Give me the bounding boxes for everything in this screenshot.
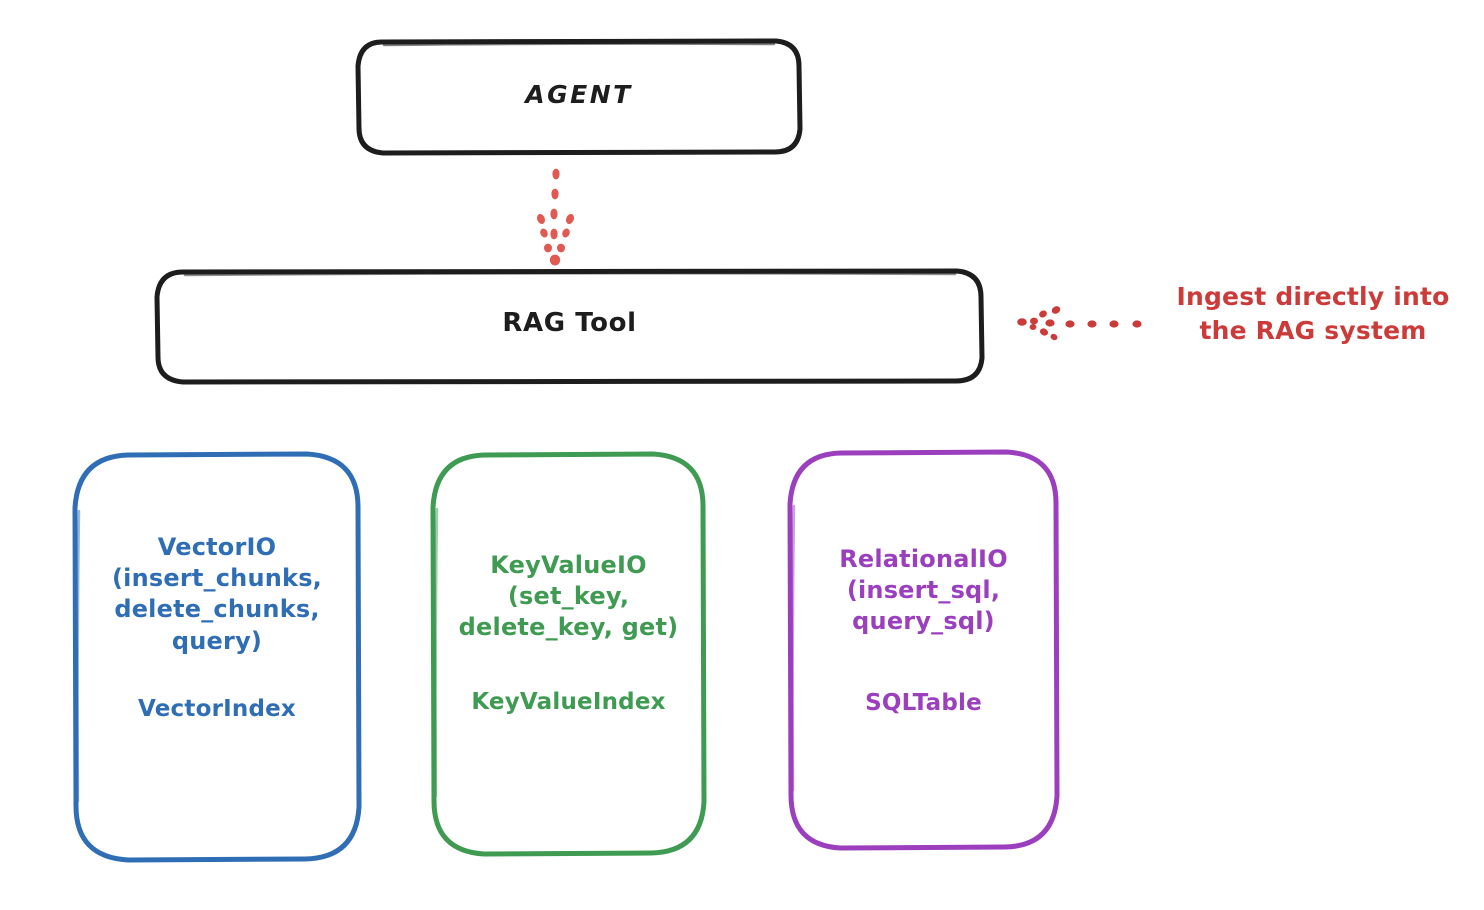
connector-agent-to-rag-tool	[536, 168, 575, 266]
node-key-value-io-index: KeyValueIndex	[471, 689, 666, 715]
node-agent-label: AGENT	[525, 80, 633, 109]
node-agent[interactable]: AGENT	[355, 38, 803, 156]
node-agent-outline	[355, 38, 803, 156]
node-key-value-io-api: KeyValueIO (set_key, delete_key, get)	[458, 551, 679, 642]
node-relational-io[interactable]: RelationalIO (insert_sql, query_sql) SQL…	[786, 449, 1061, 851]
node-relational-io-outline	[787, 449, 1060, 851]
node-relational-io-index: SQLTable	[865, 690, 982, 716]
node-rag-tool[interactable]: RAG Tool	[154, 268, 985, 385]
node-vector-io[interactable]: VectorIO (insert_chunks, delete_chunks, …	[71, 451, 363, 863]
node-rag-tool-label: RAG Tool	[502, 308, 637, 338]
node-vector-io-outline	[72, 451, 362, 863]
node-vector-io-api: VectorIO (insert_chunks, delete_chunks, …	[112, 533, 322, 655]
node-key-value-io-outline	[430, 451, 707, 857]
node-rag-tool-outline	[154, 268, 985, 385]
connector-ingest-to-rag-tool	[1017, 306, 1142, 341]
annotation-ingest-label: Ingest directly into the RAG system	[1176, 282, 1450, 345]
node-key-value-io[interactable]: KeyValueIO (set_key, delete_key, get) Ke…	[429, 451, 708, 857]
node-vector-io-index: VectorIndex	[138, 696, 296, 722]
node-relational-io-api: RelationalIO (insert_sql, query_sql)	[839, 545, 1008, 636]
